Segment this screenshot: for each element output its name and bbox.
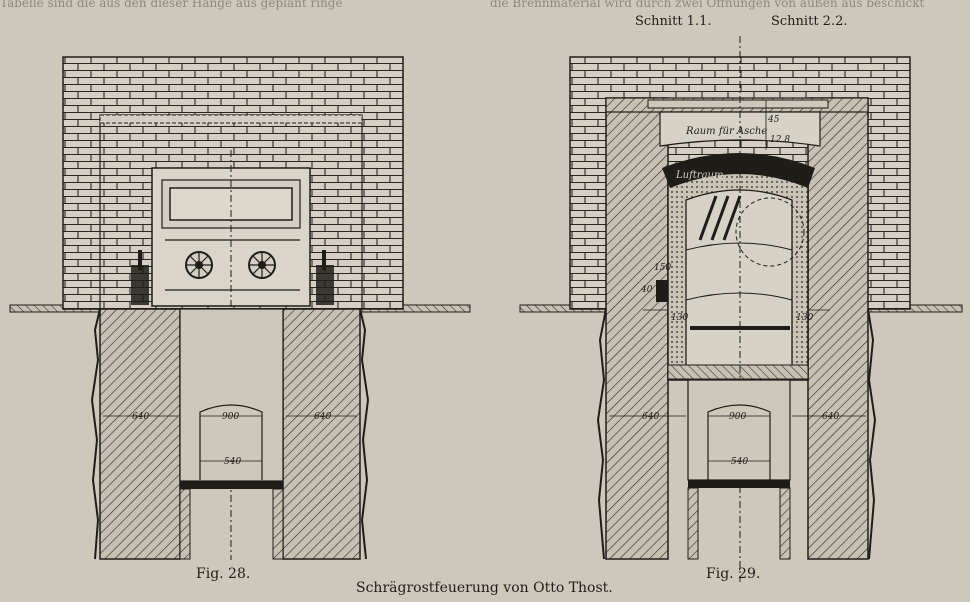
main-caption: Schrägrostfeuerung von Otto Thost. [356, 580, 613, 596]
dim-left-28: 640 [132, 412, 149, 422]
label-ash-space: Raum für Asche [685, 126, 767, 137]
dim-side-right: 130 [796, 313, 813, 323]
dim-inner-bottom-28: 540 [224, 457, 241, 467]
figure-28: 640 640 900 540 [9, 56, 471, 560]
section-label-1-1: Schnitt 1.1. [635, 14, 712, 29]
dim-small-left: 40 [640, 285, 653, 295]
dim-right-28: 640 [314, 412, 331, 422]
dim-inner-top-29: 900 [729, 412, 746, 422]
figure-29: Raum für Asche Luftraum [519, 36, 963, 582]
caption-fig-28: Fig. 28. [196, 566, 251, 582]
caption-fig-29: Fig. 29. [706, 566, 761, 582]
dim-right-29: 640 [822, 412, 839, 422]
dim-top-gap: 45 [767, 115, 780, 125]
background-text-left: Tabelle sind die aus den dieser Hänge au… [0, 0, 343, 10]
background-text-right: die Brennmaterial wird durch zwei Öffnun… [490, 0, 925, 10]
dim-left-29: 640 [642, 412, 659, 422]
label-air-space: Luftraum [675, 170, 723, 181]
dim-inner-top-28: 900 [222, 412, 239, 422]
dim-side-left: 130 [671, 313, 688, 323]
section-label-2-2: Schnitt 2.2. [771, 14, 848, 29]
dim-inner-bottom-29: 540 [731, 457, 748, 467]
rosette-left [185, 251, 213, 279]
dim-small-left-2: 150 [654, 263, 671, 273]
dim-ash-height: 12.8 [770, 135, 790, 145]
rosette-right [248, 251, 276, 279]
